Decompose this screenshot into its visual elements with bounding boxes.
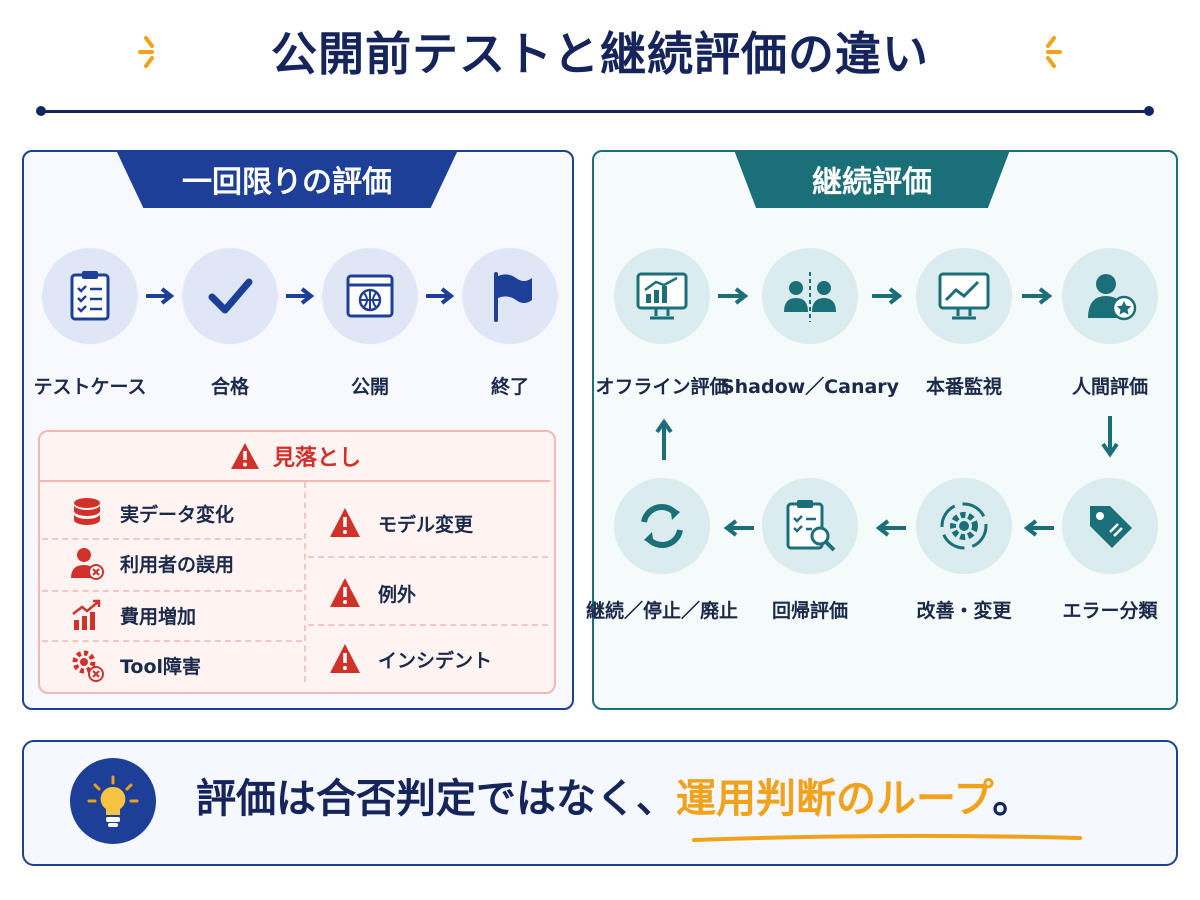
step-label: エラー分類 <box>1062 600 1158 622</box>
risk-label: 実データ変化 <box>120 503 235 526</box>
arrow-down-icon <box>1101 416 1119 458</box>
gear-refresh-icon <box>916 478 1012 574</box>
arrow-left-icon <box>1023 519 1054 537</box>
risk-divider <box>42 640 302 642</box>
risk-box <box>38 430 556 694</box>
step-label: 合格 <box>210 376 249 398</box>
risk-box-header: 見落とし <box>40 432 550 482</box>
arrow-right-icon <box>146 287 175 305</box>
step-label: オフライン評価 <box>595 376 729 398</box>
step-label: 人間評価 <box>1071 376 1148 398</box>
step-label: テストケース <box>33 376 147 398</box>
risk-item: 実データ変化 <box>70 496 234 530</box>
warning-icon <box>330 644 360 673</box>
cycle-arrows-icon <box>614 478 710 574</box>
arrow-right-icon <box>718 287 749 305</box>
risk-divider <box>304 482 306 682</box>
warning-icon <box>330 508 360 537</box>
arrow-right-icon <box>426 287 455 305</box>
risk-divider <box>308 556 548 558</box>
monitor-chart-icon <box>614 248 710 344</box>
sparkle-right-icon <box>1046 36 1062 68</box>
checklist-clipboard-icon <box>42 248 138 344</box>
arrow-left-icon <box>875 519 906 537</box>
summary-text-main: 評価は合否判定ではなく、 <box>196 776 676 822</box>
risk-divider <box>42 538 302 540</box>
tag-icon <box>1062 478 1158 574</box>
risk-label: Tool障害 <box>120 655 202 678</box>
risk-item: インシデント <box>328 642 492 676</box>
risk-label: 利用者の誤用 <box>120 553 235 576</box>
risk-divider <box>308 624 548 626</box>
step-label: 公開 <box>350 376 389 398</box>
step-label: 回帰評価 <box>771 600 848 622</box>
clipboard-search-icon <box>762 478 858 574</box>
warning-icon <box>330 578 360 607</box>
checkmark-icon <box>182 248 278 344</box>
arrow-up-icon <box>655 418 673 460</box>
summary-text-end: 。 <box>992 776 1033 822</box>
continuous-eval-panel <box>592 150 1178 710</box>
monitor-line-icon <box>916 248 1012 344</box>
step-label: 継続／停止／廃止 <box>585 600 738 622</box>
step-label: 終了 <box>490 376 529 398</box>
risk-item: 例外 <box>328 576 416 610</box>
arrow-left-icon <box>723 519 754 537</box>
risk-label: 費用増加 <box>120 605 197 628</box>
continuous-eval-title: 継続評価 <box>734 150 1010 208</box>
risk-divider <box>42 590 302 592</box>
step-label: Shadow／Canary <box>720 376 900 398</box>
user-error-icon <box>71 548 104 580</box>
arrow-right-icon <box>1022 287 1053 305</box>
risk-box-title: 見落とし <box>272 446 361 471</box>
accent-underline <box>692 833 1082 842</box>
database-icon <box>74 498 100 525</box>
risk-item: 費用増加 <box>70 598 196 632</box>
sparkle-left-icon <box>138 36 154 68</box>
risk-label: インシデント <box>378 649 493 672</box>
split-users-icon <box>762 248 858 344</box>
summary-text-accent: 運用判断のループ <box>676 776 993 822</box>
cost-chart-up-icon <box>72 599 101 630</box>
step-label: 本番監視 <box>925 376 1002 398</box>
flag-icon <box>462 248 558 344</box>
risk-item: 利用者の誤用 <box>70 546 234 580</box>
one-time-eval-title: 一回限りの評価 <box>116 150 458 208</box>
step-label: 改善・変更 <box>916 600 1012 622</box>
arrow-right-icon <box>286 287 315 305</box>
user-star-icon <box>1062 248 1158 344</box>
page-title: 公開前テストと継続評価の違い <box>271 27 929 81</box>
gear-error-icon <box>72 650 104 682</box>
arrow-right-icon <box>872 287 903 305</box>
summary-message: 評価は合否判定ではなく、運用判断のループ。 <box>196 766 1032 824</box>
browser-globe-icon <box>322 248 418 344</box>
lightbulb-icon <box>70 758 156 844</box>
risk-item: Tool障害 <box>70 648 201 682</box>
summary-box <box>22 740 1178 866</box>
risk-label: モデル変更 <box>378 513 474 536</box>
risk-item: モデル変更 <box>328 506 473 540</box>
warning-icon <box>230 443 259 469</box>
header-divider <box>36 106 1154 116</box>
risk-label: 例外 <box>378 583 417 606</box>
